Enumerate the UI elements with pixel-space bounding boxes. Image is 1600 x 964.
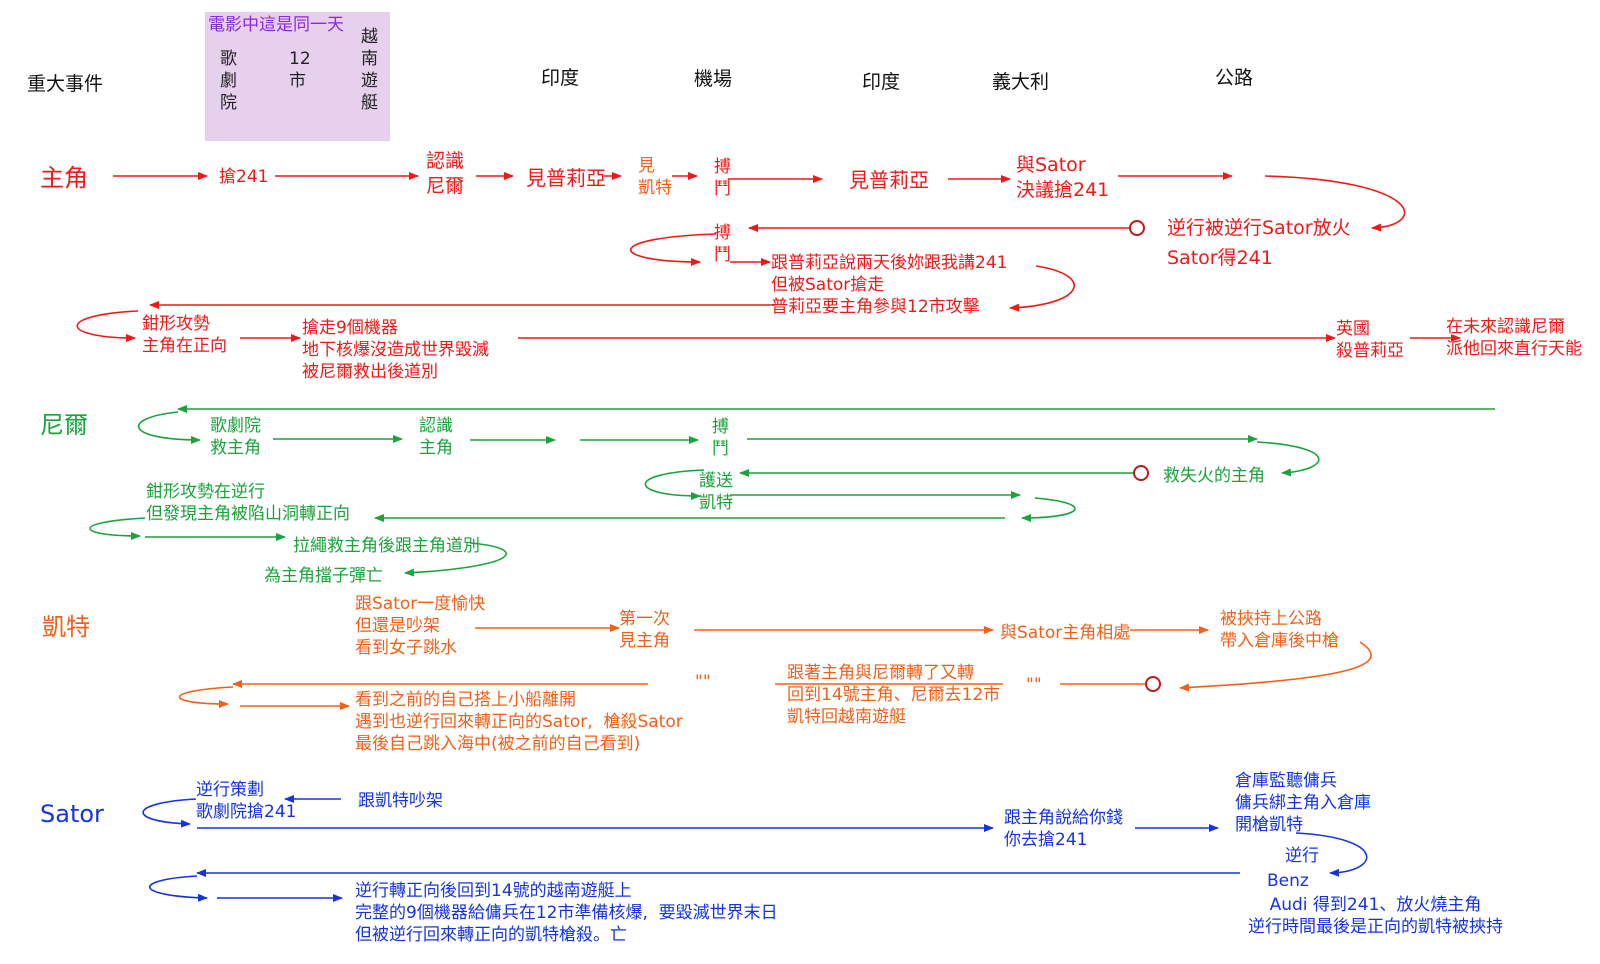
k-meet-both: 與Sator主角相處: [1000, 623, 1131, 643]
p-tell-priya: 跟普莉亞說兩天後妳跟我講241 但被Sator搶走 普莉亞要主角參與12市攻擊: [771, 253, 1008, 318]
sator-arrows: [142, 795, 1368, 902]
k-kidnap: 被挾持上公路 帶入倉庫後中槍: [1220, 609, 1339, 652]
header-airport: 機場: [694, 68, 733, 90]
same-day-title: 電影中這是同一天: [208, 15, 344, 35]
header-events: 重大事件: [27, 73, 104, 95]
n-escort-kat: 護送 凱特: [699, 471, 733, 514]
protagonist-arrows: [76, 172, 1461, 342]
header-highway: 公路: [1215, 67, 1254, 89]
p-uk-kill-priya: 英國 殺普莉亞: [1336, 319, 1404, 362]
col-opera: 歌 劇 院: [220, 49, 237, 114]
n-opera-save: 歌劇院 救主角: [210, 416, 261, 459]
protagonist-start-circle: [1129, 220, 1145, 236]
p-grab-241: 搶241: [219, 167, 269, 187]
neil-arrows: [89, 405, 1495, 577]
s-inverted-plan: 逆行策劃 歌劇院搶241: [196, 780, 297, 823]
k-first-meet: 第一次 見主角: [619, 609, 670, 652]
p-see-priya-1: 見普莉亞: [526, 166, 606, 190]
n-pincer-inverted: 鉗形攻勢在逆行 但發現主角被陷山洞轉正向: [146, 482, 350, 525]
n-rope-farewell: 拉繩救主角後跟主角道別: [293, 536, 480, 556]
n-fight: 搏 鬥: [712, 417, 729, 460]
row-label-protagonist: 主角: [40, 164, 88, 192]
p-sator-got-241: Sator得241: [1167, 247, 1273, 269]
s-benz: Benz: [1267, 871, 1309, 891]
row-label-neil: 尼爾: [40, 411, 88, 439]
p-grab-9-machines: 搶走9個機器 地下核爆沒造成世界毀滅 被尼爾救出後道別: [302, 318, 489, 383]
header-india-2: 印度: [862, 71, 901, 93]
header-italy: 義大利: [992, 71, 1050, 93]
p-fight-1: 搏 鬥: [714, 157, 731, 200]
col-vietnam-yacht: 越 南 遊 艇: [361, 27, 378, 114]
p-fight-2: 搏 鬥: [714, 223, 731, 266]
header-india-1: 印度: [541, 67, 580, 89]
s-final: 逆行轉正向後回到14號的越南遊艇上 完整的9個機器給傭兵在12市準備核爆, 要毀…: [355, 881, 778, 946]
s-inverted: 逆行: [1285, 846, 1319, 866]
neil-start-circle: [1133, 465, 1149, 481]
k-see-self: 看到之前的自己搭上小船離開 遇到也逆行回來轉正向的Sator, 槍殺Sator …: [355, 690, 683, 755]
p-future-meet-neil: 在未來認識尼爾 派他回來直行天能: [1446, 317, 1582, 360]
n-save-fire: 救失火的主角: [1163, 466, 1265, 486]
k-ellipsis-2: "": [1026, 675, 1042, 695]
kat-start-circle: [1145, 676, 1161, 692]
p-meet-neil: 認識 尼爾: [426, 150, 465, 197]
kat-arrows: [179, 624, 1372, 710]
row-label-kat: 凱特: [42, 613, 90, 641]
row-label-sator: Sator: [40, 800, 104, 828]
k-ellipsis-1: "": [695, 672, 711, 692]
p-with-sator: 與Sator 決議搶241: [1016, 154, 1110, 201]
k-turn-with: 跟著主角與尼爾轉了又轉 回到14號主角、尼爾去12市 凱特回越南遊艇: [787, 663, 1001, 728]
s-argue-kat: 跟凱特吵架: [358, 791, 443, 811]
p-see-kat: 見 凱特: [638, 156, 672, 199]
n-bullet-death: 為主角擋子彈亡: [264, 566, 383, 586]
p-inverted-fire: 逆行被逆行Sator放火: [1167, 217, 1351, 239]
same-day-box: 電影中這是同一天 歌 劇 院 12 市 越 南 遊 艇: [205, 12, 390, 141]
p-pincer: 鉗形攻勢 主角在正向: [142, 314, 227, 357]
s-money: 跟主角說給你錢 你去搶241: [1004, 808, 1123, 851]
n-meet-protagonist: 認識 主角: [419, 416, 453, 459]
p-see-priya-2: 見普莉亞: [849, 168, 929, 192]
k-sator-happy: 跟Sator一度愉快 但還是吵架 看到女子跳水: [355, 594, 486, 659]
s-audi: Audi 得到241、放火燒主角 逆行時間最後是正向的凱特被挾持: [1248, 895, 1503, 938]
s-warehouse: 倉庫監聽傭兵 傭兵綁主角入倉庫 開槍凱特: [1235, 771, 1371, 836]
col-12-city: 12 市: [289, 49, 311, 92]
